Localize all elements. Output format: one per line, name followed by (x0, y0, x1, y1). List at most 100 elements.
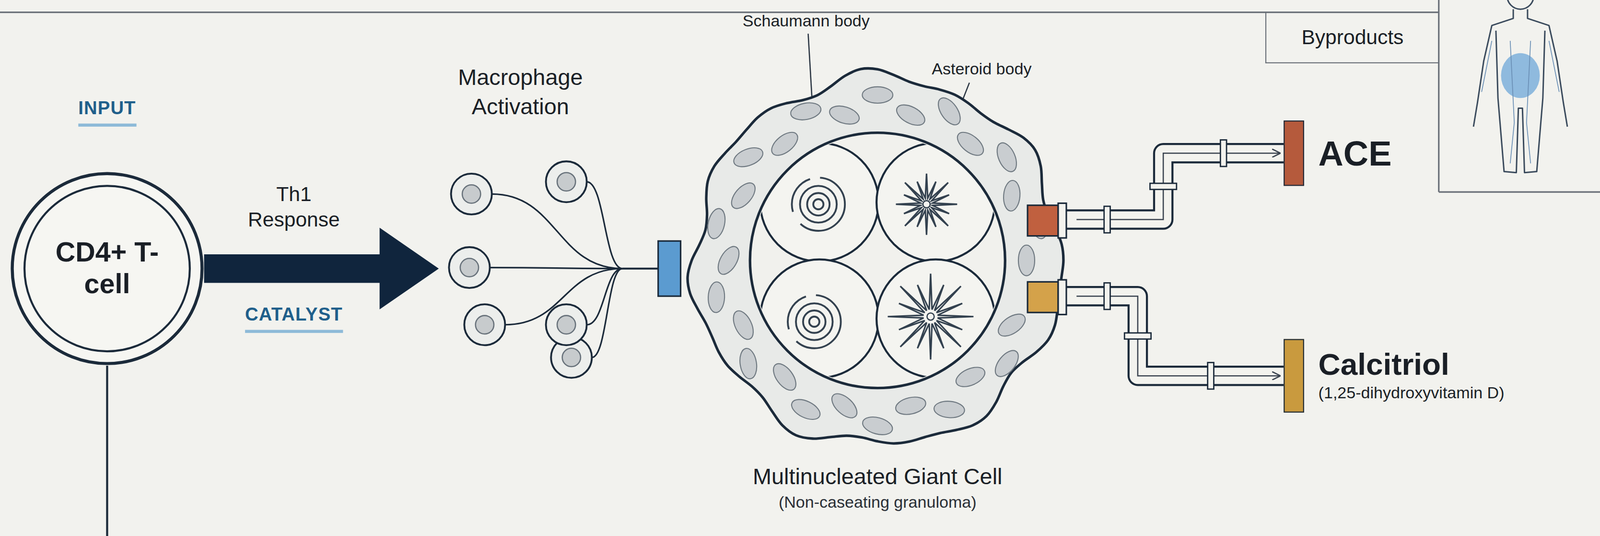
nucleus (704, 206, 728, 241)
output-label: (1,25-dihydroxyvitamin D) (1318, 382, 1505, 404)
cell-outline (10, 171, 204, 366)
inner-ring (24, 185, 190, 351)
flow-arrow (204, 227, 439, 310)
text-block: Macrophage Activation (438, 63, 603, 122)
nucleus (767, 128, 802, 160)
compartment (876, 142, 995, 262)
cd4-cell-node: CD4+ T-cell (10, 171, 204, 366)
compartment (760, 259, 879, 378)
byproducts-box: Byproducts (1265, 12, 1439, 64)
arrow-head (379, 227, 439, 310)
nucleus (769, 359, 801, 395)
cell-label: CD4+ T-cell (46, 236, 169, 301)
nucleus (729, 307, 758, 342)
nucleus (827, 388, 862, 422)
lamella (787, 294, 841, 349)
stage-tag: INPUT (78, 97, 136, 127)
nucleus (707, 281, 725, 313)
pipe-bore (1066, 152, 1284, 220)
compartment (876, 259, 995, 378)
pipe-bore (1066, 295, 1284, 376)
fan-line (586, 268, 623, 325)
asteroid-body (896, 173, 958, 235)
text-block: Multinucleated Giant Cell(Non-caseating … (658, 462, 1098, 513)
inlet-port (658, 240, 681, 296)
human-figure (1473, 0, 1568, 173)
vessels (1481, 40, 1560, 164)
panel-heading: Byproducts (1301, 25, 1404, 49)
inner-core (749, 132, 1005, 388)
text-block: Calcitriol(1,25-dihydroxyvitamin D) (1318, 347, 1505, 404)
stem-line (105, 365, 108, 536)
ace-port (1027, 205, 1059, 236)
lamella (806, 192, 830, 216)
macrophage-nucleus (475, 315, 494, 334)
giant-cell-node: Multinucleated Giant Cell(Non-caseating … (658, 61, 1067, 521)
nucleus (731, 143, 766, 171)
pipe-wall (1066, 295, 1284, 376)
fan-line (591, 268, 623, 358)
schaumann-body (791, 177, 845, 231)
merge-line (622, 268, 658, 269)
macrophage-body (464, 303, 505, 345)
top-rule (0, 11, 1439, 13)
outer-ring (12, 173, 203, 364)
cell-membrane (687, 68, 1064, 444)
lamella (813, 198, 824, 210)
asteroid-core (922, 200, 931, 208)
calcitriol-output-node: Calcitriol(1,25-dihydroxyvitamin D) (1283, 338, 1505, 413)
panel-border (1438, 191, 1600, 193)
nucleus (934, 93, 965, 129)
nucleus (953, 128, 988, 160)
macrophage (546, 303, 587, 345)
nucleus (827, 102, 862, 128)
macrophage-body (451, 173, 492, 215)
connector-line (622, 267, 658, 270)
output-pipe (1066, 140, 1284, 234)
pipe-ring (1220, 140, 1227, 167)
nucleus (713, 243, 744, 278)
compartment (760, 142, 879, 262)
callout-label: Asteroid body (931, 60, 1032, 79)
lamella (795, 303, 833, 340)
macrophage (451, 173, 492, 215)
text-block: Byproducts (1301, 25, 1404, 49)
nucleus (1018, 245, 1035, 276)
stage-heading: Macrophage Activation (438, 63, 603, 122)
head (1506, 0, 1534, 10)
nucleus (893, 394, 928, 417)
arrow-shaft (204, 254, 385, 283)
pipe-ring (1149, 183, 1177, 190)
asteroid-body (887, 273, 974, 360)
output-pipe (1066, 282, 1284, 389)
macrophage-body (546, 161, 587, 202)
pipe-wall (1066, 152, 1284, 220)
torso-legs (1495, 30, 1545, 173)
compartments (760, 142, 995, 378)
calcitriol-port (1027, 281, 1059, 313)
nucleus (933, 399, 966, 419)
text-block: CD4+ T-cell (10, 171, 204, 366)
nucleus (788, 395, 824, 423)
schaumann-body (787, 294, 841, 349)
nucleus (737, 347, 759, 380)
lamella (803, 310, 826, 333)
ace-output-node: ACE (1283, 120, 1392, 186)
nucleus (953, 362, 988, 391)
asteroid-core (926, 312, 935, 320)
nucleus (789, 100, 823, 122)
nucleus (994, 309, 1029, 340)
macrophage-nucleus (562, 348, 581, 367)
pipe-ring (1207, 362, 1215, 389)
lamella (809, 316, 820, 327)
macrophage-nucleus (460, 257, 479, 277)
pipe-ring (1124, 332, 1151, 339)
edge-label: Th1 Response (243, 181, 346, 233)
terminal-cap (1283, 120, 1305, 186)
pipe-ring (1104, 206, 1111, 233)
fan-line (490, 267, 623, 269)
lamella (791, 177, 845, 231)
pipe-ring (1104, 282, 1111, 310)
